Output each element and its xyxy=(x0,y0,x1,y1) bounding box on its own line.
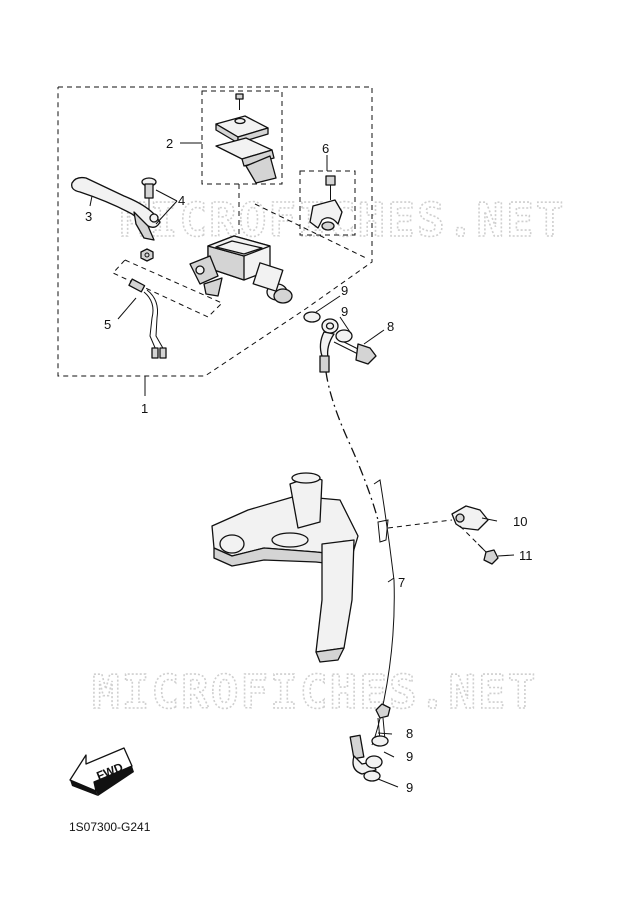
holder-bolt-icon xyxy=(325,175,336,200)
lower-hose-banjo-fitting-icon xyxy=(349,734,383,775)
copper-washer-icon xyxy=(335,329,353,343)
callout-5: 5 xyxy=(104,317,111,332)
copper-washer-icon xyxy=(363,770,381,782)
fork-tube-icon xyxy=(315,539,355,663)
watermark-bottom: MICROFICHES.NET xyxy=(92,665,537,719)
watermark-top: MICROFICHES.NET xyxy=(120,193,565,247)
cap-screw-icon xyxy=(235,93,244,110)
hose-holder-guide-line xyxy=(387,519,453,529)
master-cylinder-assembly-outline xyxy=(57,86,373,377)
copper-washer-icon xyxy=(371,735,389,747)
under-bracket-icon xyxy=(211,495,359,567)
callout-9d: 9 xyxy=(406,780,413,795)
holder-guide-line xyxy=(254,203,367,259)
callout-7: 7 xyxy=(398,575,405,590)
callout-10: 10 xyxy=(513,514,527,529)
diagram-code: 1S07300-G241 xyxy=(69,820,151,834)
callout-3: 3 xyxy=(85,209,92,224)
forward-direction-arrow: FWD xyxy=(69,747,134,796)
hose-holder-icon xyxy=(451,505,489,531)
callout-6: 6 xyxy=(322,141,329,156)
callout-9c: 9 xyxy=(406,749,413,764)
hose-guide-icon xyxy=(377,519,389,543)
callout-4: 4 xyxy=(178,193,185,208)
callout-9a: 9 xyxy=(341,283,348,298)
hose-holder-bolt-icon xyxy=(477,543,499,565)
callout-2: 2 xyxy=(166,136,173,151)
brake-hose xyxy=(371,479,395,746)
lower-union-bolt-icon xyxy=(375,703,391,741)
brake-switch-group-box xyxy=(112,259,223,318)
callout-9b: 9 xyxy=(341,304,348,319)
callout-11: 11 xyxy=(519,548,533,563)
callout-8b: 8 xyxy=(406,726,413,741)
copper-washer-icon xyxy=(303,311,321,323)
handlebar-holder-icon xyxy=(309,199,343,231)
hose-banjo-fitting-icon xyxy=(319,318,339,373)
front-brake-switch-icon xyxy=(128,278,167,359)
reservoir-cap-group-box xyxy=(201,90,283,185)
diaphragm-icon xyxy=(215,137,277,184)
callout-8a: 8 xyxy=(387,319,394,334)
brake-hose-dashed-upper xyxy=(325,371,379,521)
callout-leader-lines xyxy=(89,142,515,788)
callout-1: 1 xyxy=(141,401,148,416)
lever-nut-icon xyxy=(140,248,154,262)
brake-lever-icon xyxy=(71,176,161,241)
master-cylinder-body-icon xyxy=(189,235,293,304)
steering-stem-icon xyxy=(289,472,323,529)
